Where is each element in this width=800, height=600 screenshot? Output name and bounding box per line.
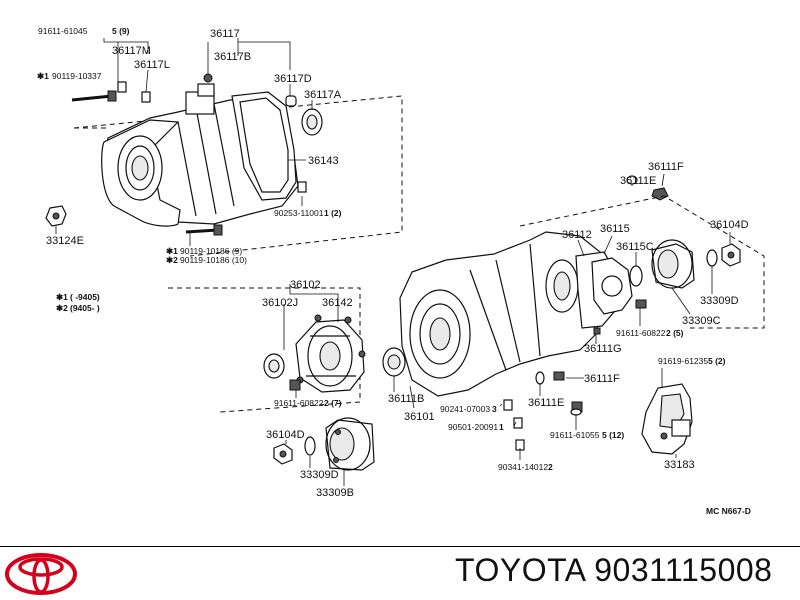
part-label-91611-61045: 91611-61045 bbox=[38, 26, 88, 36]
footer-divider bbox=[0, 546, 800, 547]
part-label-36117A: 36117A bbox=[304, 89, 342, 101]
part-label-90119-10337: 90119-10337 bbox=[52, 71, 102, 81]
part-qty-91611-61045: 5 (9) bbox=[112, 26, 130, 36]
upper-leaders bbox=[55, 38, 313, 246]
part-label-90119-10186-b: 90119-10186 (10) bbox=[180, 255, 247, 265]
part-label-36112: 36112 bbox=[562, 229, 592, 241]
part-label-33309D-right: 33309D bbox=[700, 295, 739, 307]
asterisk-marker-2: ✱2 bbox=[166, 255, 178, 265]
part-label-36101: 36101 bbox=[404, 411, 435, 423]
brand-part-number: TOYOTA 9031115008 bbox=[455, 552, 773, 588]
part-label-91611-60822-right: 91611-60822 bbox=[616, 328, 666, 338]
part-qty-91611-61055: 5 (12) bbox=[602, 430, 624, 440]
part-label-90241-07003: 90241-07003 bbox=[440, 404, 490, 414]
part-label-36102J: 36102J bbox=[262, 297, 298, 309]
part-label-36111B: 36111B bbox=[388, 393, 424, 405]
part-label-33309B: 33309B bbox=[316, 487, 354, 499]
part-label-90341-14012: 90341-14012 bbox=[498, 462, 548, 472]
transfer-case-leaders bbox=[393, 173, 731, 460]
part-label-90501-20091: 90501-20091 bbox=[448, 422, 498, 432]
part-label-36117D: 36117D bbox=[274, 73, 312, 85]
transfer-case-group bbox=[382, 175, 765, 451]
extension-housing-group bbox=[45, 73, 403, 257]
part-label-36117L: 36117L bbox=[134, 59, 170, 71]
part-label-36111E-bottom: 36111E bbox=[528, 397, 564, 409]
part-label-33124E: 33124E bbox=[46, 235, 84, 247]
legend-range-2: (9405- ) bbox=[70, 303, 100, 313]
part-label-36143: 36143 bbox=[308, 155, 339, 167]
front-drive-case-group bbox=[168, 287, 375, 471]
part-label-36117B: 36117B bbox=[214, 51, 251, 63]
part-label-36111F-top: 36111F bbox=[648, 161, 684, 173]
part-label-90253-11001: 90253-11001 bbox=[274, 208, 324, 218]
part-qty-91611-60822-right: 2 (5) bbox=[666, 328, 684, 338]
toyota-logo bbox=[5, 553, 77, 595]
part-label-36142: 36142 bbox=[322, 297, 353, 309]
part-qty-90241-07003: 3 bbox=[492, 404, 497, 414]
legend-range-1: ( -9405) bbox=[70, 292, 100, 302]
part-label-91611-61055: 91611-61055 bbox=[550, 430, 600, 440]
asterisk-marker-1: ✱1 bbox=[166, 246, 178, 256]
part-qty-91611-60822-left: 2 (7) bbox=[324, 398, 342, 408]
part-label-36104D-left: 36104D bbox=[266, 429, 305, 441]
part-label-36111F-bottom: 36111F bbox=[584, 373, 620, 385]
part-label-33309D-left: 33309D bbox=[300, 469, 339, 481]
part-qty-90341-14012: 2 bbox=[548, 462, 553, 472]
legend-marker-2: ✱2 bbox=[56, 303, 68, 313]
part-qty-90501-20091: 1 bbox=[499, 422, 504, 432]
part-label-36117M: 36117M bbox=[112, 45, 151, 57]
part-label-90119-10186-a: 90119-10186 (9) bbox=[180, 246, 242, 256]
part-label-36111E-top: 36111E bbox=[620, 175, 656, 187]
part-label-36102: 36102 bbox=[290, 279, 321, 291]
legend-marker-1: ✱1 bbox=[56, 292, 68, 302]
part-label-33183: 33183 bbox=[664, 459, 695, 471]
part-label-33309C: 33309C bbox=[682, 315, 721, 327]
part-qty-90253-11001: 1 (2) bbox=[324, 208, 342, 218]
asterisk-marker: ✱1 bbox=[37, 71, 49, 81]
part-qty-91619-61235: 5 (2) bbox=[708, 356, 726, 366]
part-label-91611-60822-left: 91611-60822 bbox=[274, 398, 324, 408]
part-label-36117: 36117 bbox=[210, 28, 240, 40]
part-label-36111G: 36111G bbox=[584, 343, 622, 355]
part-label-91619-61235: 91619-61235 bbox=[658, 356, 708, 366]
diagram-code: MC N667-D bbox=[706, 506, 751, 516]
part-label-36115C: 36115C bbox=[616, 241, 654, 253]
part-label-36104D-right: 36104D bbox=[710, 219, 749, 231]
lower-left-leaders bbox=[283, 284, 345, 486]
bracket-33183 bbox=[641, 368, 693, 458]
part-label-36115: 36115 bbox=[600, 223, 630, 235]
